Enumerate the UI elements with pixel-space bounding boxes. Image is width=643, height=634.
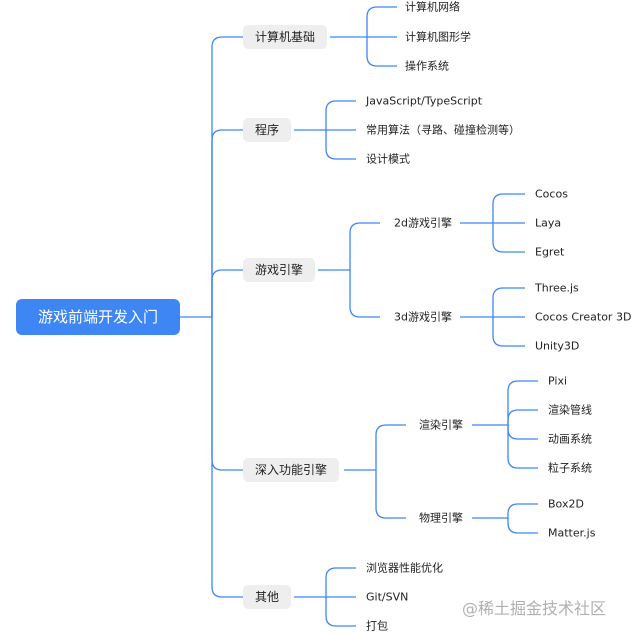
connector-line-7 <box>366 6 397 37</box>
branch-other[interactable]: 其他 <box>243 585 292 609</box>
connector-line-2 <box>211 129 243 317</box>
connector-line-5 <box>211 317 243 598</box>
connector-line-22 <box>492 287 525 317</box>
leaf-packaging[interactable]: 打包 <box>366 619 388 633</box>
connector-line-13 <box>325 130 356 160</box>
connector-line-18 <box>492 193 525 223</box>
connector-line-29 <box>507 380 538 425</box>
sub-render-engine[interactable]: 渲染引擎 <box>419 418 463 432</box>
leaf-unity3d[interactable]: Unity3D <box>535 339 580 353</box>
connector-line-20 <box>492 223 525 253</box>
branch-programming[interactable]: 程序 <box>243 118 292 142</box>
leaf-box2d[interactable]: Box2D <box>548 497 584 511</box>
leaf-threejs[interactable]: Three.js <box>535 281 579 295</box>
leaf-computer-network[interactable]: 计算机网络 <box>405 0 460 14</box>
leaf-design-patterns[interactable]: 设计模式 <box>366 152 410 166</box>
leaf-git-svn[interactable]: Git/SVN <box>366 590 409 604</box>
leaf-egret[interactable]: Egret <box>535 245 565 259</box>
connector-line-24 <box>492 317 525 347</box>
leaf-algorithms[interactable]: 常用算法（寻路、碰撞检测等） <box>366 123 520 137</box>
leaf-particle-system[interactable]: 粒子系统 <box>548 461 592 475</box>
branch-game-engine[interactable]: 游戏引擎 <box>243 258 316 282</box>
connector-line-15 <box>349 222 380 270</box>
leaf-pixi[interactable]: Pixi <box>548 374 568 388</box>
connector-line-11 <box>325 100 356 130</box>
sub-2d-engine[interactable]: 2d游戏引擎 <box>394 216 452 230</box>
leaf-cocos[interactable]: Cocos <box>535 187 568 201</box>
connector-line-1 <box>211 36 243 317</box>
leaf-render-pipeline[interactable]: 渲染管线 <box>548 403 592 417</box>
connector-line-27 <box>375 470 406 519</box>
connector-line-32 <box>507 425 538 469</box>
leaf-laya[interactable]: Laya <box>535 216 562 230</box>
connector-line-35 <box>507 518 538 534</box>
connector-line-34 <box>507 503 538 518</box>
connector-line-26 <box>375 424 406 470</box>
branch-deep-engine[interactable]: 深入功能引擎 <box>243 458 340 482</box>
leaf-operating-system[interactable]: 操作系统 <box>405 59 449 73</box>
leaf-matterjs[interactable]: Matter.js <box>548 526 596 540</box>
connector-line-37 <box>325 567 356 597</box>
leaf-cocos-creator-3d[interactable]: Cocos Creator 3D <box>535 310 632 324</box>
branch-computer-basics[interactable]: 计算机基础 <box>243 25 328 49</box>
sub-physics-engine[interactable]: 物理引擎 <box>419 511 463 525</box>
connector-line-30 <box>507 409 538 425</box>
connector-line-9 <box>366 37 397 67</box>
root-node[interactable]: 游戏前端开发入门 <box>16 299 180 335</box>
connector-line-3 <box>211 269 243 317</box>
leaf-computer-graphics[interactable]: 计算机图形学 <box>405 30 471 44</box>
leaf-animation-system[interactable]: 动画系统 <box>548 432 592 446</box>
connector-line-16 <box>349 270 380 318</box>
connector-line-39 <box>325 597 356 627</box>
connector-line-4 <box>211 317 243 471</box>
leaf-javascript-typescript[interactable]: JavaScript/TypeScript <box>366 94 483 108</box>
leaf-browser-perf[interactable]: 浏览器性能优化 <box>366 561 443 575</box>
watermark-text: @稀土掘金技术社区 <box>462 599 607 618</box>
connector-line-31 <box>507 425 538 440</box>
sub-3d-engine[interactable]: 3d游戏引擎 <box>394 310 452 324</box>
